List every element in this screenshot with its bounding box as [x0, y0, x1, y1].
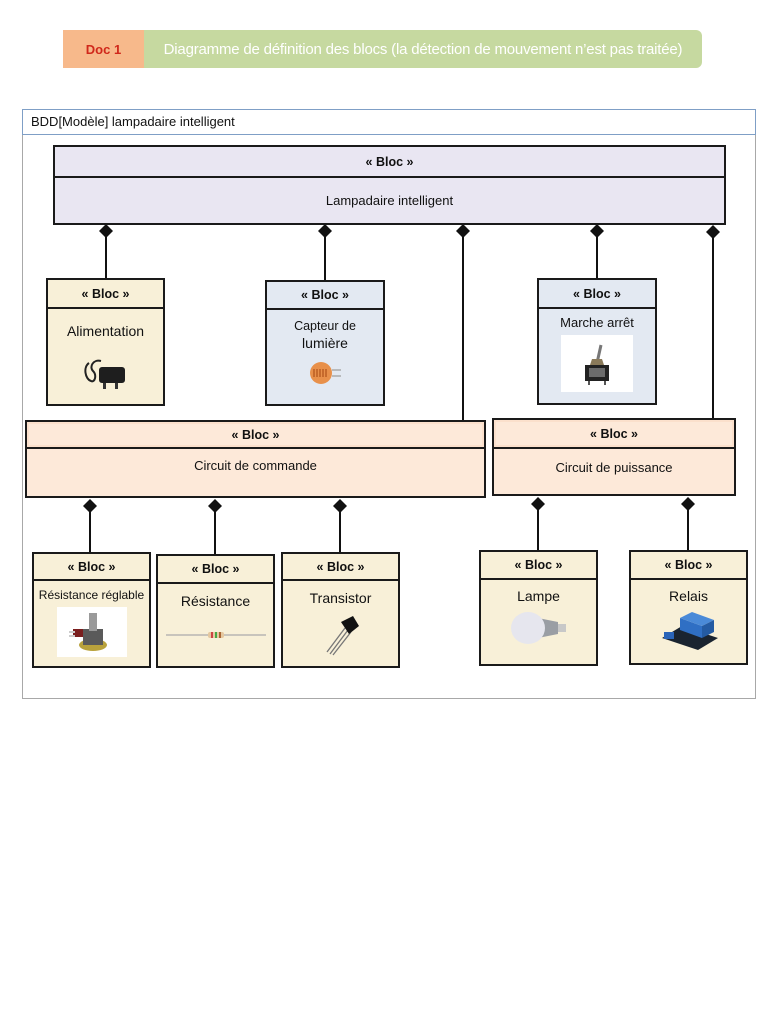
- block-stereotype: « Bloc »: [494, 420, 734, 449]
- block-relais: « Bloc » Relais: [629, 550, 748, 665]
- block-resistance-reglable: « Bloc » Résistance réglable: [32, 552, 151, 668]
- relay-module-icon: [658, 608, 720, 652]
- potentiometer-icon: [56, 607, 127, 657]
- block-name: Résistance: [180, 593, 251, 609]
- power-adapter-icon: [81, 353, 131, 391]
- block-alimentation: « Bloc » Alimentation: [46, 278, 165, 406]
- doc-title: Diagramme de définition des blocs (la dé…: [144, 30, 702, 68]
- doc-banner: Doc 1 Diagramme de définition des blocs …: [63, 30, 702, 68]
- toggle-switch-icon: [561, 335, 633, 392]
- block-lampadaire-intelligent: « Bloc » Lampadaire intelligent: [53, 145, 726, 225]
- block-name: Capteur de: [294, 319, 356, 333]
- resistor-icon: [165, 631, 266, 639]
- block-circuit-de-puissance: « Bloc » Circuit de puissance: [492, 418, 736, 496]
- block-stereotype: « Bloc »: [55, 147, 724, 178]
- doc-label: Doc 1: [63, 30, 144, 68]
- block-stereotype: « Bloc »: [631, 552, 746, 580]
- diagram-frame-title: BDD[Modèle] lampadaire intelligent: [22, 109, 756, 135]
- block-stereotype: « Bloc »: [481, 552, 596, 580]
- block-name: Circuit de puissance: [555, 460, 673, 475]
- block-resistance: « Bloc » Résistance: [156, 554, 275, 668]
- block-name: Résistance réglable: [38, 588, 145, 602]
- block-circuit-de-commande: « Bloc » Circuit de commande: [25, 420, 486, 498]
- block-lampe: « Bloc » Lampe: [479, 550, 598, 666]
- block-capteur-de-lumiere: « Bloc » Capteur de lumière: [265, 280, 385, 406]
- block-name: Transistor: [309, 590, 372, 606]
- block-name: Alimentation: [66, 323, 145, 339]
- block-stereotype: « Bloc »: [27, 422, 484, 449]
- block-name: Circuit de commande: [194, 458, 317, 473]
- block-name-line2: lumière: [302, 335, 348, 351]
- block-transistor: « Bloc » Transistor: [281, 552, 400, 668]
- block-stereotype: « Bloc »: [283, 554, 398, 581]
- block-name: Marche arrêt: [560, 315, 634, 330]
- block-name: Lampadaire intelligent: [325, 193, 454, 208]
- block-name: Relais: [669, 588, 708, 604]
- led-bulb-icon: [508, 610, 570, 646]
- block-stereotype: « Bloc »: [48, 280, 163, 309]
- block-stereotype: « Bloc »: [34, 554, 149, 581]
- block-marche-arret: « Bloc » Marche arrêt: [537, 278, 657, 405]
- photoresistor-icon: [308, 360, 342, 386]
- block-name: Lampe: [517, 588, 560, 604]
- block-stereotype: « Bloc »: [539, 280, 655, 309]
- block-stereotype: « Bloc »: [158, 556, 273, 584]
- block-stereotype: « Bloc »: [267, 282, 383, 310]
- transistor-icon: [319, 612, 363, 656]
